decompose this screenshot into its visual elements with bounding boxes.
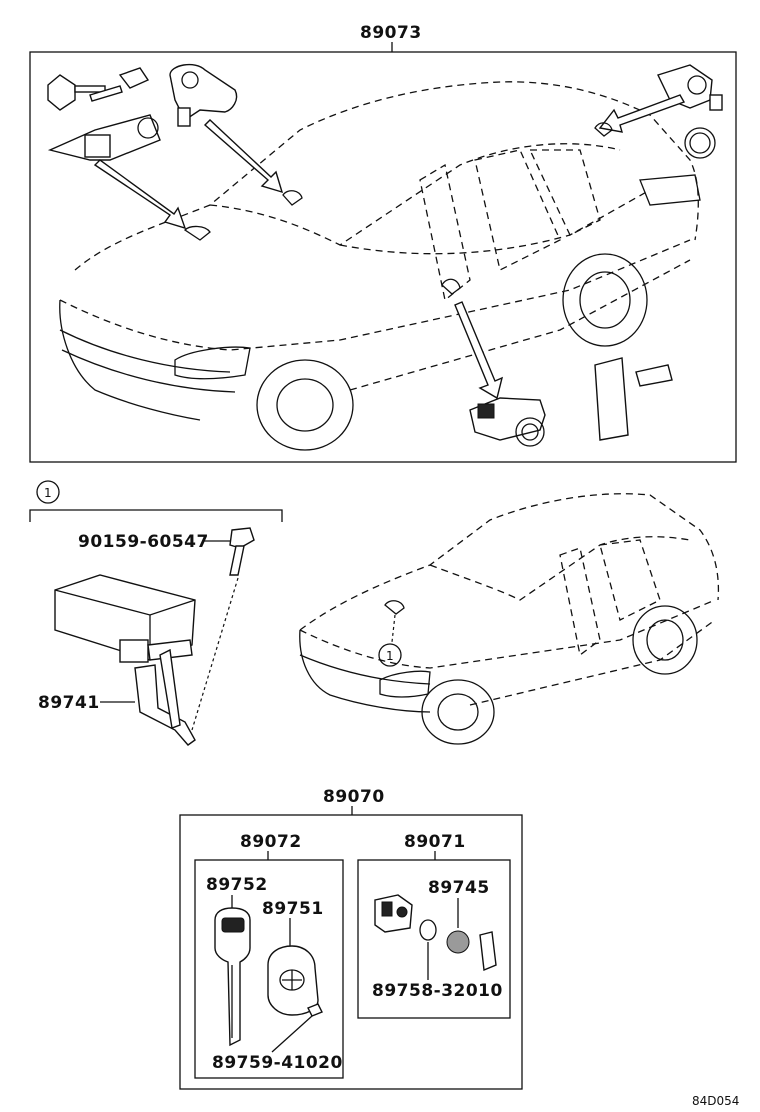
transmitter-cover [479,931,497,972]
lock-ring [684,127,716,159]
transmitter-board [374,894,413,933]
luggage-mount-point [594,122,613,137]
label-main-assembly[interactable]: 89073 [360,23,422,43]
master-key [214,907,251,1047]
key-plate [594,357,629,441]
leader-screw [271,1015,313,1053]
callout-number-1-car: 1 [386,649,394,663]
callout-circle-1 [36,480,60,504]
label-bolt[interactable]: 90159-60547 [78,532,209,552]
label-key-subset[interactable]: 89072 [240,832,302,852]
ignition-mount-point [183,225,211,241]
door-lock-cylinder [469,397,546,447]
label-ring[interactable]: 89758-32010 [372,981,503,1001]
label-screw[interactable]: 89759-41020 [212,1053,343,1073]
key-tag [635,364,673,387]
arrow-to-steering [203,119,284,194]
ecu-location-leader [391,614,396,643]
car-middle-illustration [299,493,720,745]
key-set-frame [179,814,523,1090]
arrow-to-luggage [598,94,686,133]
label-transmitter-case[interactable]: 89751 [262,899,324,919]
bolt [229,527,255,576]
steering-lock-cylinder [47,114,161,161]
callout-number-1: 1 [44,486,52,500]
screw [307,1003,323,1017]
label-key[interactable]: 89752 [206,875,268,895]
bolt-path [191,577,239,731]
transmitter-subset-frame [357,859,511,1019]
door-keys-group [47,67,150,111]
ignition-lock-cylinder [169,63,238,127]
battery [446,930,470,954]
transmitter-case [267,945,319,1016]
callout-circle-1-car [378,643,402,667]
ecu-module [54,574,196,663]
label-battery[interactable]: 89745 [428,878,490,898]
key-subset-frame [194,859,344,1079]
luggage-lock-cylinder [657,64,723,111]
door-mount-point [441,278,461,295]
drawing-code: 84D054 [692,1094,739,1108]
car-top-illustration [59,81,701,451]
label-key-set[interactable]: 89070 [323,787,385,807]
steering-mount-point [282,190,303,206]
main-assembly-frame [29,51,737,463]
bracket [134,648,196,746]
arrow-to-ignition [93,159,187,230]
arrow-to-door [454,301,504,400]
o-ring [419,919,437,941]
label-transmitter-subset[interactable]: 89071 [404,832,466,852]
label-bracket[interactable]: 89741 [38,693,100,713]
callout-bracket [29,509,283,522]
